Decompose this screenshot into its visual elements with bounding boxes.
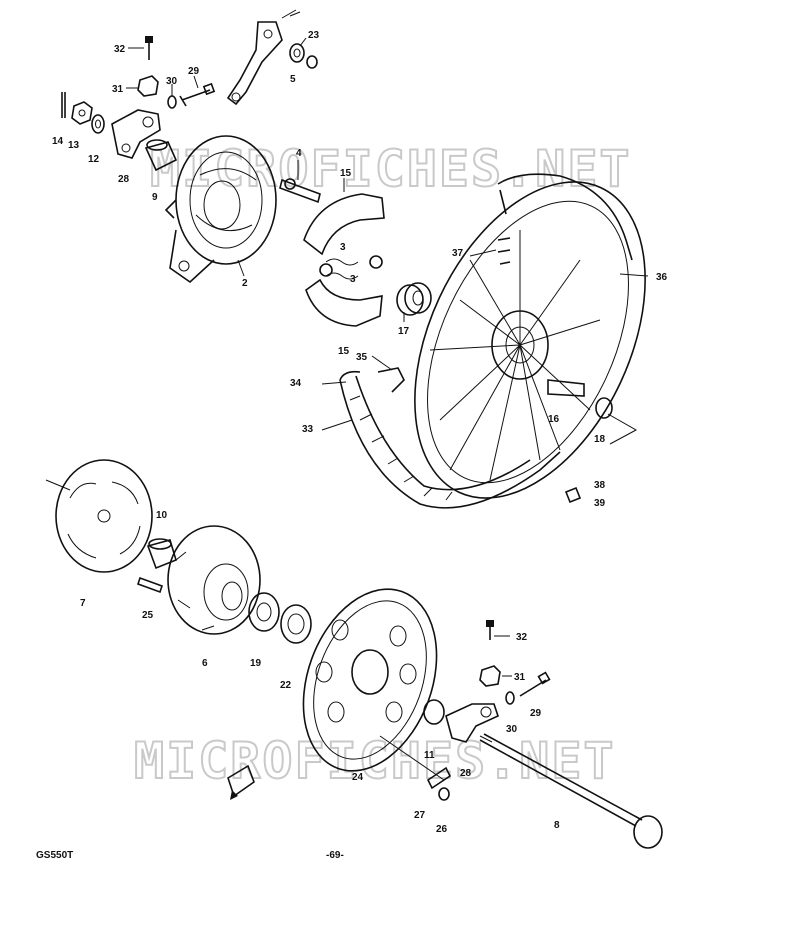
callout-3a: 3 xyxy=(340,242,346,253)
callout-36: 36 xyxy=(656,272,668,283)
callout-17: 17 xyxy=(398,326,410,337)
washer-30 xyxy=(167,95,177,109)
callout-8: 8 xyxy=(554,820,560,831)
page-number: -69- xyxy=(326,850,344,861)
bearing-17 xyxy=(396,282,432,316)
bolt-29-bottom xyxy=(519,671,551,697)
washer-30-bottom xyxy=(505,691,515,705)
tube-34 xyxy=(339,370,361,381)
leader-lines xyxy=(126,37,649,781)
wheel-rim-36 xyxy=(414,173,646,499)
spacer-11 xyxy=(423,699,445,725)
torque-link-arm xyxy=(226,9,301,106)
callout-22: 22 xyxy=(280,680,292,691)
callout-7: 7 xyxy=(80,598,86,609)
callout-15-bottom: 15 xyxy=(338,346,350,357)
brake-panel-2 xyxy=(164,135,277,284)
bearing-19 xyxy=(248,592,280,632)
bolt-29 xyxy=(179,82,216,107)
callout-25: 25 xyxy=(142,610,154,621)
callout-24: 24 xyxy=(352,772,364,783)
callout-12: 12 xyxy=(88,154,100,165)
washer-12 xyxy=(91,114,105,134)
callout-16: 16 xyxy=(548,414,560,425)
spacer-9 xyxy=(144,139,178,172)
callout-39: 39 xyxy=(594,498,606,509)
callout-27: 27 xyxy=(414,810,426,821)
callout-3b: 3 xyxy=(350,274,356,285)
callout-14: 14 xyxy=(52,136,64,147)
valve-cap-38-39 xyxy=(564,486,582,504)
brake-shoe-15-upper xyxy=(303,193,385,256)
callout-2: 2 xyxy=(242,278,248,289)
callout-32: 32 xyxy=(114,44,126,55)
callout-15-top: 15 xyxy=(340,168,352,179)
callout-23: 23 xyxy=(308,30,320,41)
callout-28: 28 xyxy=(118,174,130,185)
watermark-bottom: MICROFICHES.NET xyxy=(134,732,616,790)
brake-shoe-15-lower xyxy=(305,278,383,327)
callout-5: 5 xyxy=(290,74,296,85)
bolt-25 xyxy=(136,576,164,594)
nut-26 xyxy=(438,787,450,801)
chain-adjuster-27 xyxy=(426,766,452,790)
oil-seal-22 xyxy=(280,604,312,644)
nut-31 xyxy=(137,75,159,97)
callout-9: 9 xyxy=(152,192,158,203)
callout-29-bottom: 29 xyxy=(530,708,542,719)
callout-19: 19 xyxy=(250,658,262,669)
cotter-pin-23 xyxy=(306,55,318,69)
cotter-pin-14 xyxy=(61,92,66,118)
callout-28-bottom: 28 xyxy=(460,768,472,779)
callout-34: 34 xyxy=(290,378,302,389)
callout-35: 35 xyxy=(356,352,368,363)
callout-31-bottom: 31 xyxy=(514,672,526,683)
callout-18: 18 xyxy=(594,434,606,445)
callout-37: 37 xyxy=(452,248,464,259)
front-direction-arrow-icon xyxy=(227,764,255,800)
callout-10: 10 xyxy=(156,510,168,521)
rim-band-35 xyxy=(377,367,405,393)
bolt-32 xyxy=(145,36,153,60)
callout-6: 6 xyxy=(202,658,208,669)
axle-sleeve-16 xyxy=(547,379,613,419)
brake-springs-3 xyxy=(319,255,383,280)
bracket-28-top xyxy=(111,109,161,159)
sprocket-mount-6 xyxy=(167,525,261,635)
model-code: GS550T xyxy=(36,850,73,861)
callout-38: 38 xyxy=(594,480,606,491)
callout-30-bottom: 30 xyxy=(506,724,518,735)
callout-33: 33 xyxy=(302,424,314,435)
wheel-spokes xyxy=(429,230,601,481)
callout-4: 4 xyxy=(296,148,302,159)
callout-11: 11 xyxy=(424,750,435,761)
cush-drive-rubber-7 xyxy=(45,459,153,573)
spoke-nipples-37 xyxy=(497,237,511,265)
nut-31-bottom xyxy=(479,665,501,687)
nut-13 xyxy=(71,101,93,125)
bracket-28-bottom xyxy=(445,703,499,743)
callout-29: 29 xyxy=(188,66,200,77)
tire-33 xyxy=(339,375,561,509)
callout-30: 30 xyxy=(166,76,178,87)
rear-axle-8 xyxy=(479,733,663,849)
callout-13: 13 xyxy=(68,140,80,151)
bolt-32-bottom xyxy=(486,620,494,640)
callout-32-bottom: 32 xyxy=(516,632,528,643)
spacer-10 xyxy=(146,538,177,570)
callouts: 32 23 5 29 30 31 14 13 12 28 9 4 15 2 3 … xyxy=(52,30,668,835)
washer-5 xyxy=(289,43,305,63)
callout-31: 31 xyxy=(112,84,124,95)
callout-26: 26 xyxy=(436,824,448,835)
